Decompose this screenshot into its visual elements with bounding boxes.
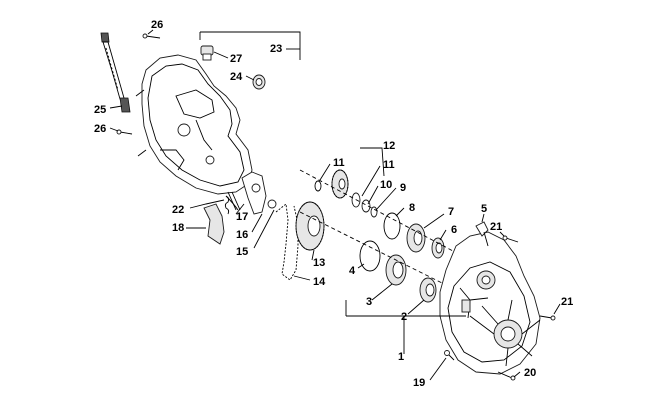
tensioner-shoe (203, 203, 225, 245)
screw-top (142, 33, 161, 39)
leader-lines (109, 29, 561, 381)
callout-1: 1 (398, 351, 404, 363)
callout-17: 17 (236, 211, 248, 223)
chaincase-cover (135, 54, 253, 195)
snap-ring-upper (314, 180, 322, 192)
callout-13: 13 (313, 257, 325, 269)
callout-12: 12 (383, 140, 395, 152)
o-ring-lower (359, 240, 381, 272)
callout-27: 27 (230, 53, 242, 65)
callout-7: 7 (448, 206, 454, 218)
seal-upper (431, 237, 445, 259)
callout-24: 24 (230, 71, 243, 83)
callout-10: 10 (380, 179, 392, 191)
seal-lower (419, 277, 437, 303)
lower-sprocket (295, 201, 325, 251)
callout-25: 25 (94, 104, 106, 116)
callout-labels: 1 2 3 4 5 6 7 8 9 10 11 11 12 13 14 15 1… (94, 19, 573, 389)
screw-21-upper (502, 235, 519, 243)
chaincase-housing (439, 231, 541, 375)
callout-21-upper: 21 (490, 221, 502, 233)
callout-16: 16 (236, 229, 248, 241)
callout-9: 9 (400, 182, 406, 194)
drive-chain (275, 203, 299, 281)
callout-8: 8 (409, 202, 415, 214)
callout-14: 14 (313, 276, 326, 288)
drain-plug-19 (444, 350, 455, 361)
cover-seal (252, 74, 266, 90)
breather-fitting (475, 221, 489, 247)
upper-sprocket (331, 169, 349, 199)
callout-6: 6 (451, 224, 457, 236)
callout-21-right: 21 (561, 296, 573, 308)
tensioner-assembly (225, 171, 277, 215)
callout-23: 23 (270, 43, 282, 55)
callout-19: 19 (413, 377, 425, 389)
callout-26-left: 26 (94, 123, 106, 135)
washer-stack (351, 192, 378, 218)
callout-20: 20 (524, 367, 536, 379)
screw-21-right (539, 315, 556, 321)
callout-3: 3 (366, 296, 372, 308)
dipstick (100, 32, 131, 113)
screw-left (116, 129, 133, 135)
callout-11-right: 11 (383, 159, 395, 171)
fill-plug (200, 45, 214, 61)
o-ring (383, 212, 401, 240)
callout-2: 2 (401, 311, 407, 323)
spring (224, 195, 230, 215)
bearing-upper (406, 223, 426, 253)
callout-11-left: 11 (333, 157, 345, 169)
callout-15: 15 (236, 246, 248, 258)
callout-4: 4 (349, 265, 356, 277)
screw-20 (497, 371, 516, 381)
callout-22: 22 (172, 204, 184, 216)
callout-5: 5 (481, 203, 487, 215)
callout-18: 18 (172, 222, 184, 234)
callout-26-top: 26 (151, 19, 163, 31)
